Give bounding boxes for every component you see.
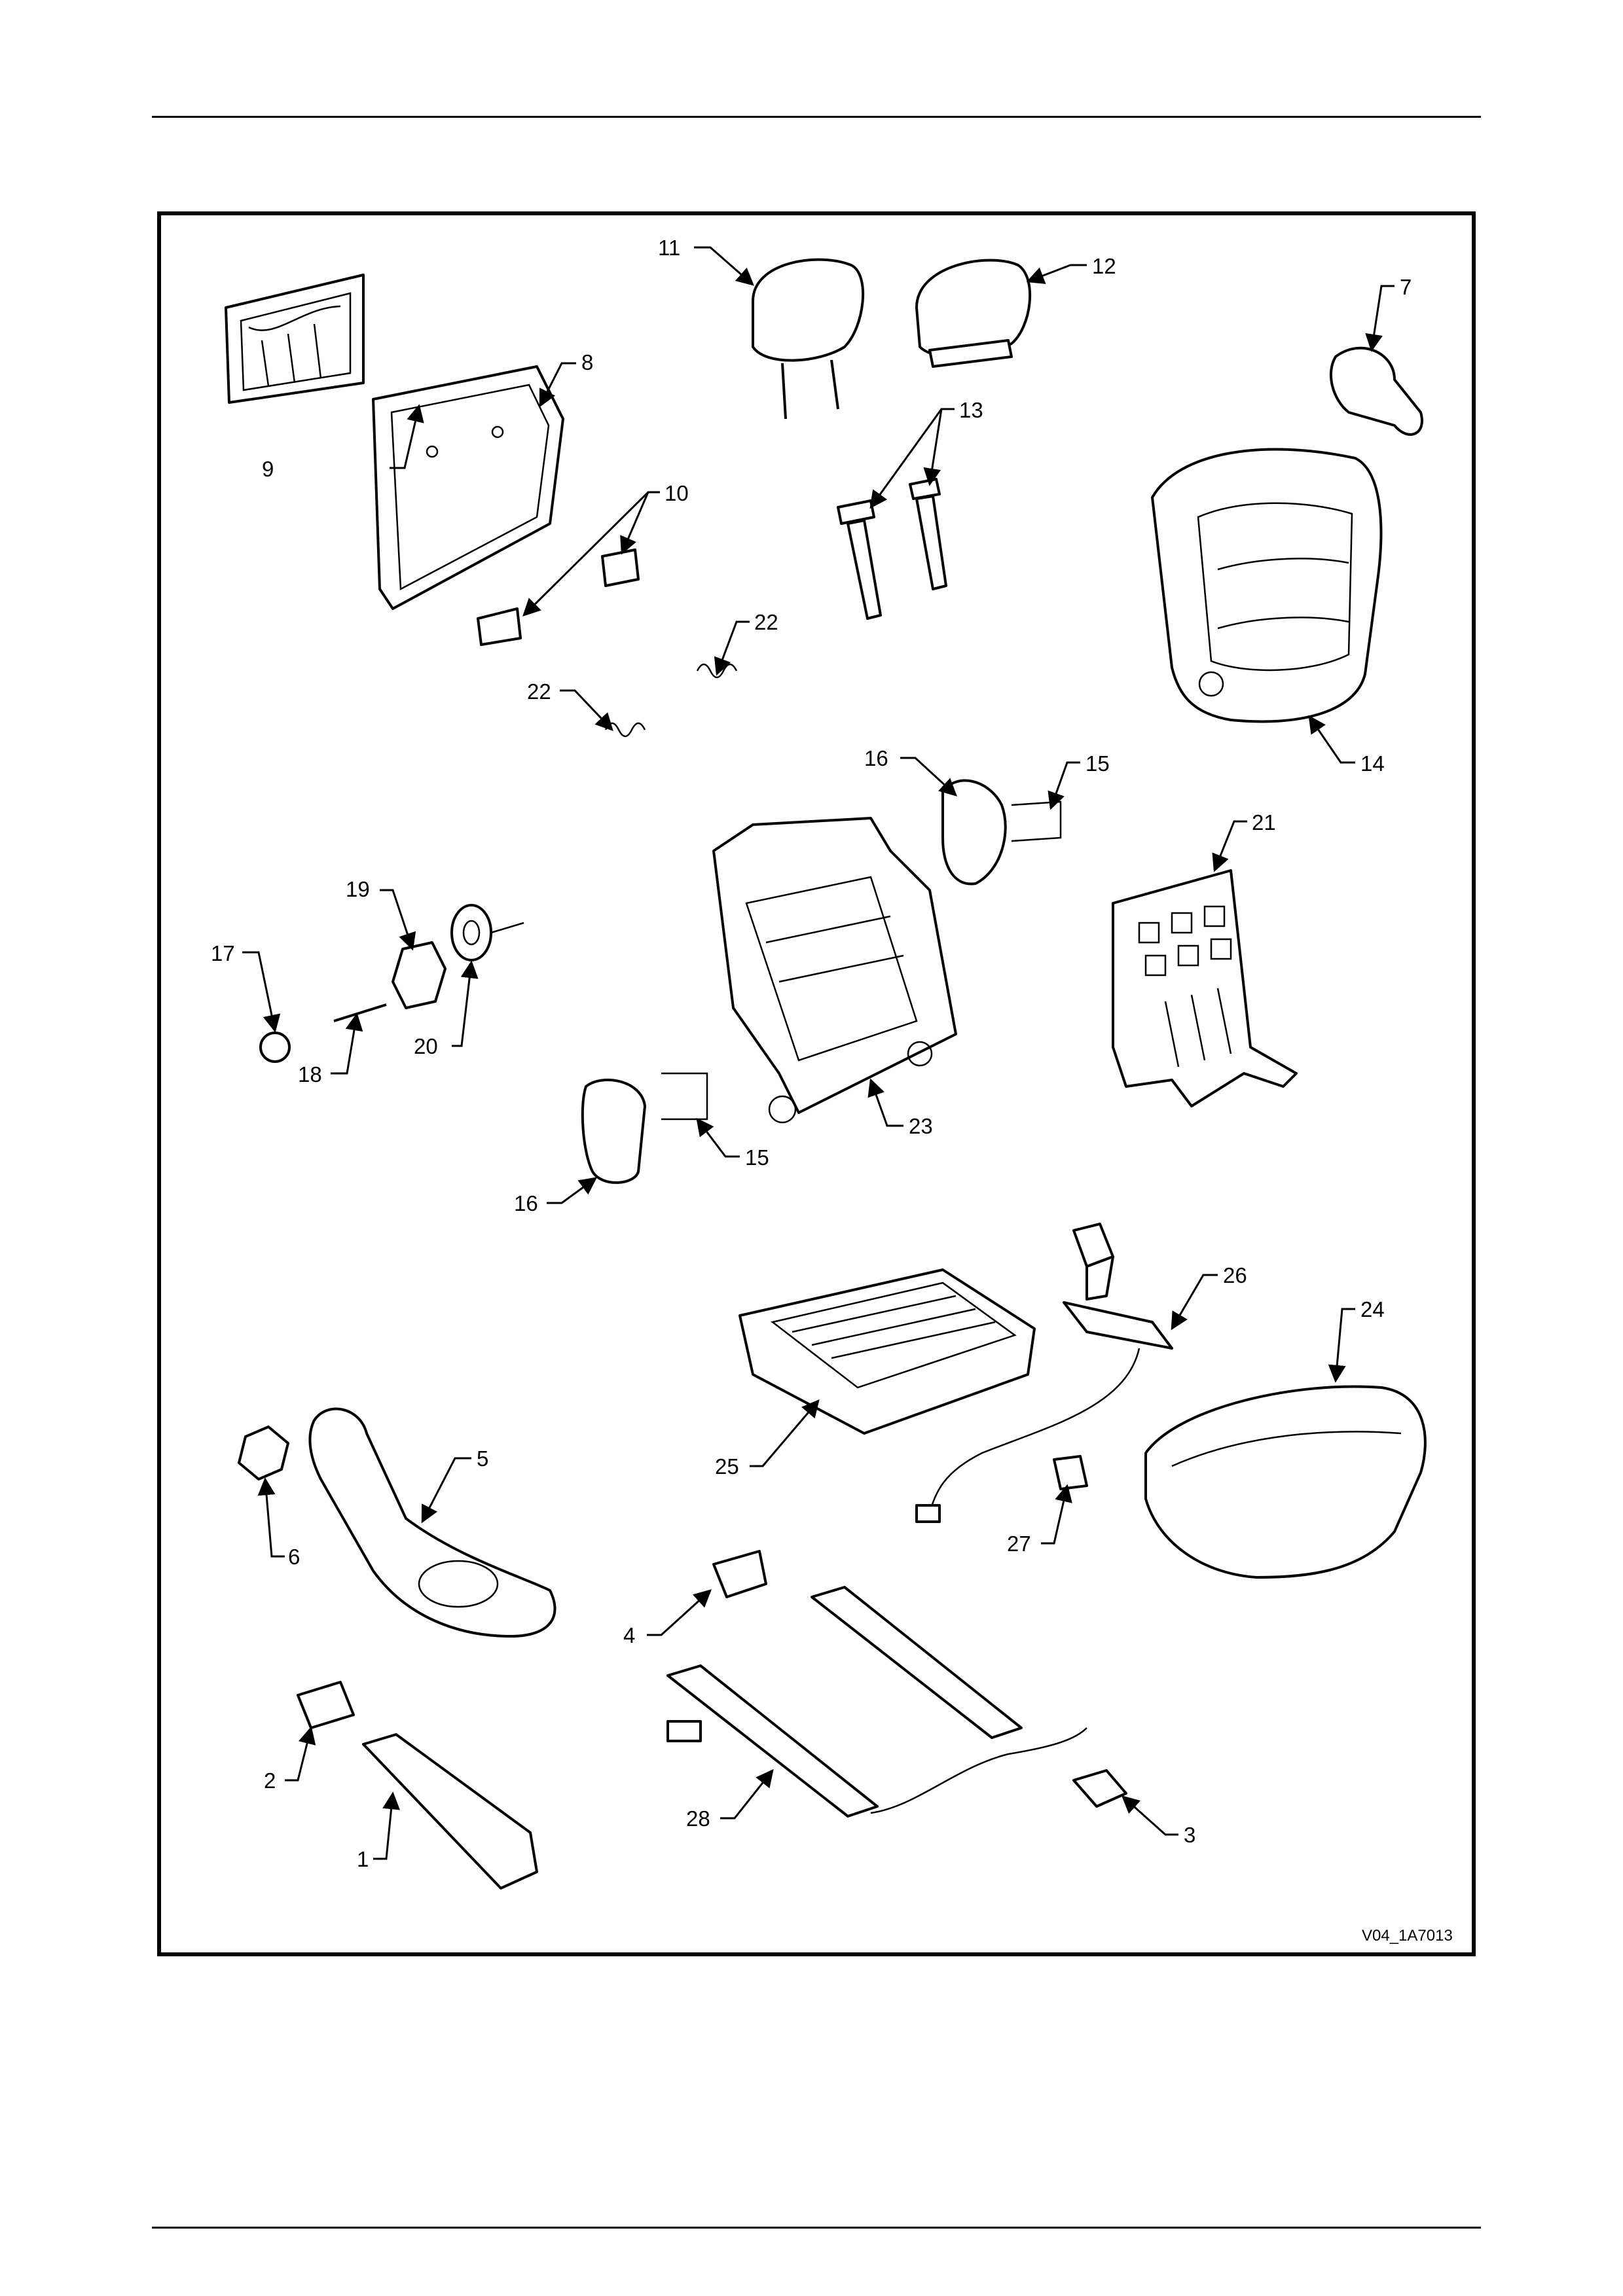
part-2-bracket (298, 1682, 354, 1728)
part-21-backrest-plate (1113, 870, 1296, 1106)
callout-28: 28 (686, 1806, 710, 1831)
callout-1: 1 (357, 1847, 369, 1871)
callout-4: 4 (623, 1623, 635, 1647)
callout-22-upper: 22 (754, 610, 778, 634)
part-13-headrest-guides (838, 479, 946, 619)
part-5-side-trim (310, 1409, 555, 1636)
callout-27: 27 (1007, 1532, 1031, 1556)
callout-11: 11 (658, 236, 680, 260)
callout-3: 3 (1184, 1823, 1195, 1847)
part-1-trim (363, 1734, 537, 1888)
part-12-headrest-rear (917, 260, 1030, 367)
part-4-cover-cap (714, 1551, 766, 1597)
part-9-back-panel (226, 275, 363, 403)
part-8-backrest-trim (373, 367, 563, 609)
part-24-seat-cushion (1146, 1386, 1425, 1577)
part-15-lower-ubolt (661, 1073, 707, 1119)
callout-2: 2 (264, 1768, 276, 1793)
callout-15-lower: 15 (745, 1145, 769, 1170)
callout-10: 10 (665, 481, 689, 505)
part-20-washer (452, 905, 524, 960)
part-11-headrest (753, 260, 863, 419)
callout-8: 8 (581, 350, 593, 374)
callout-6: 6 (288, 1545, 300, 1569)
callout-18: 18 (298, 1062, 322, 1086)
part-6-knob (239, 1427, 288, 1479)
part-19-knob (393, 942, 445, 1008)
part-3-cap (1074, 1770, 1126, 1806)
part-23-backrest-frame (714, 818, 956, 1122)
callout-5: 5 (477, 1446, 488, 1471)
footer-rule (152, 2227, 1481, 2229)
part-27-clip (1054, 1456, 1087, 1489)
part-22-springs (606, 664, 737, 736)
part-18-screw (334, 1005, 386, 1021)
callout-17: 17 (211, 941, 235, 965)
part-25-seat-cushion-frame (740, 1270, 1034, 1433)
callout-21: 21 (1252, 810, 1276, 834)
callout-7: 7 (1400, 275, 1412, 299)
callout-24: 24 (1360, 1297, 1385, 1321)
callout-12: 12 (1092, 254, 1116, 278)
callout-26: 26 (1223, 1263, 1247, 1287)
part-10-clips (478, 550, 638, 645)
callout-16-lower: 16 (514, 1191, 538, 1215)
callout-20: 20 (414, 1034, 438, 1058)
callout-15-upper: 15 (1085, 751, 1110, 776)
callout-25: 25 (715, 1454, 739, 1479)
callout-9: 9 (262, 457, 274, 481)
part-28-seat-rails (668, 1587, 1087, 1816)
callout-13: 13 (959, 398, 983, 422)
callout-16-upper: 16 (864, 746, 888, 770)
callout-22-lower: 22 (527, 679, 551, 704)
callout-19: 19 (346, 877, 370, 901)
callout-23: 23 (909, 1114, 933, 1138)
part-15-upper-ubolt (1012, 802, 1061, 841)
part-14-backrest-cover (1152, 450, 1381, 722)
part-7-bracket (1331, 348, 1422, 435)
figure-id-label: V04_1A7013 (1362, 1927, 1453, 1945)
part-16-upper-cover (943, 781, 1006, 884)
callout-14: 14 (1360, 751, 1385, 776)
part-17-cap (261, 1033, 289, 1062)
part-16-lower-cover (583, 1080, 645, 1183)
